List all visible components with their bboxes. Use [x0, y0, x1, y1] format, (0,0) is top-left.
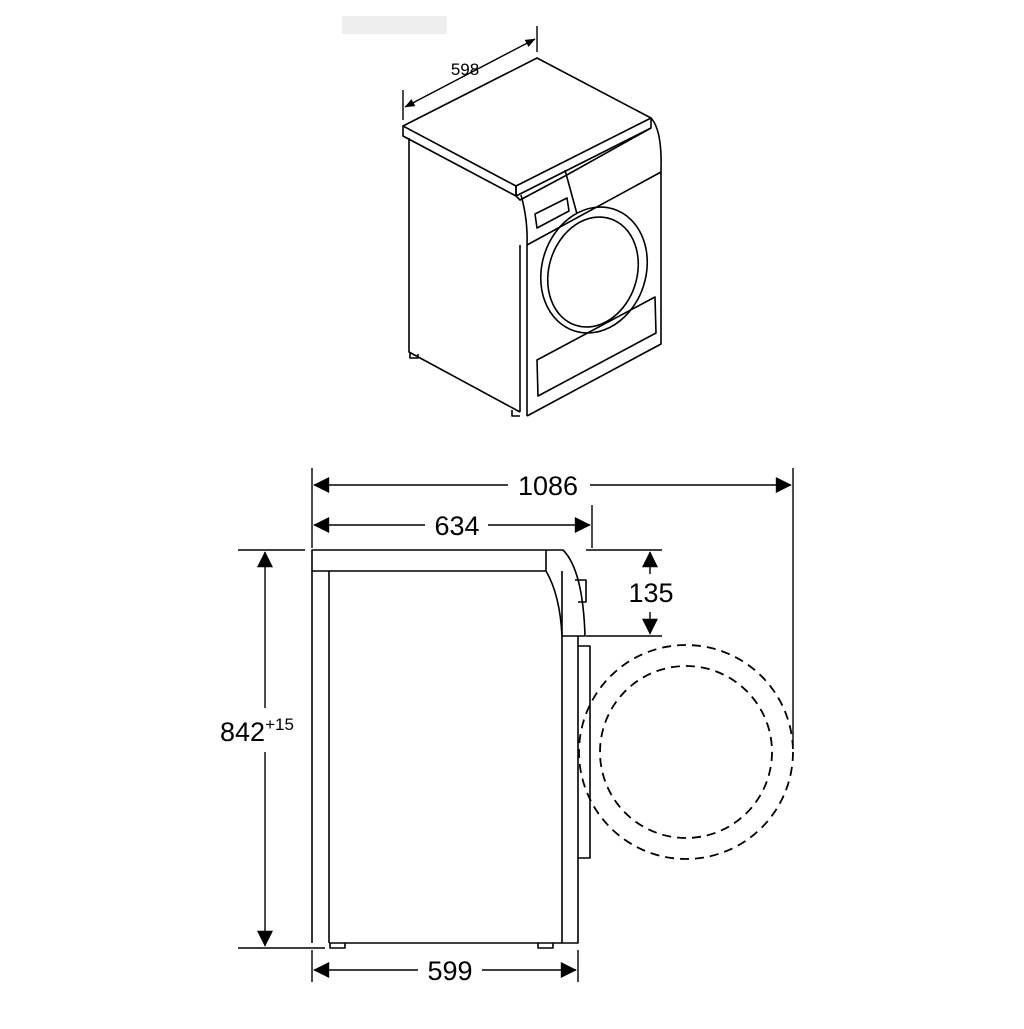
height-tolerance: +15 [265, 715, 294, 734]
side-foot-back [329, 943, 346, 949]
door-swing-inner [599, 665, 773, 839]
total-depth-label: 1086 [518, 471, 578, 501]
side-control-panel [545, 549, 586, 637]
side-body-front [561, 571, 579, 944]
iso-width-label: 598 [451, 60, 479, 79]
iso-door-inner [546, 216, 640, 328]
side-panel-knob [575, 579, 587, 603]
panel-height-label: 135 [628, 578, 673, 608]
iso-panel-top [515, 127, 652, 201]
side-dimensions [238, 468, 794, 982]
side-view [311, 549, 591, 949]
iso-panel-split [564, 169, 578, 215]
header-smudge [342, 16, 447, 34]
side-worktop [311, 549, 547, 572]
iso-kickplate [536, 296, 657, 397]
iso-panel-curve-left [520, 194, 528, 246]
base-depth-label: 599 [427, 956, 472, 986]
iso-panel-curve-right [650, 117, 662, 172]
iso-top-plate-edge-left [402, 126, 517, 197]
iso-door-outer [539, 206, 649, 334]
isometric-view [402, 57, 662, 417]
iso-display [534, 197, 570, 229]
iso-panel-bottom [526, 171, 662, 246]
iso-front-face [526, 172, 662, 417]
iso-top-plate [402, 57, 652, 187]
side-foot-front [537, 943, 554, 949]
iso-body-left-side [408, 138, 521, 413]
iso-width-dimension [402, 26, 538, 120]
height-label: 842+15 [220, 715, 294, 747]
iso-foot-left [409, 352, 419, 359]
iso-top-plate-edge-right [515, 118, 652, 197]
body-depth-label: 634 [434, 511, 479, 541]
height-value: 842 [220, 717, 265, 747]
door-swing [578, 644, 794, 860]
side-door-profile [578, 645, 591, 859]
iso-foot-front [511, 410, 520, 417]
iso-width-arrow [404, 38, 536, 108]
door-swing-outer [578, 644, 794, 860]
